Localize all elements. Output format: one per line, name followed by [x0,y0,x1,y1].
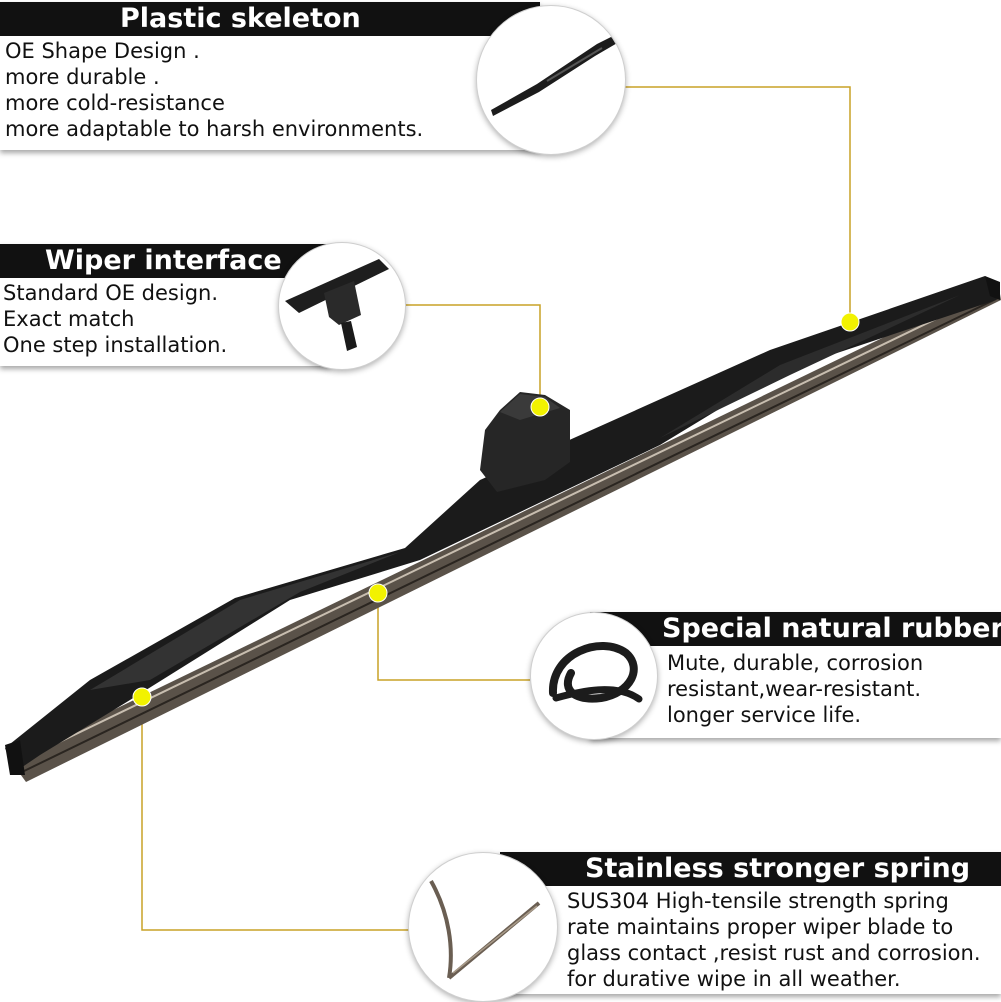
description-line: for durative wipe in all weather. [567,967,901,991]
leader-line-rubber [377,593,530,681]
skeleton-detail-image [476,5,626,155]
interface-block [480,392,570,492]
wiper-blade [5,276,1001,782]
marker-rubber [368,583,388,603]
description-line: One step installation. [3,333,228,357]
leader-line-interface [405,304,541,405]
marker-spring [132,687,152,707]
spring-detail-image [408,852,558,1002]
description-line: Mute, durable, corrosion [667,651,924,675]
description-line: Standard OE design. [3,281,219,305]
callout-title: Stainless stronger spring [500,852,1001,886]
callout-description: Standard OE design. Exact match One step… [3,280,227,358]
description-line: more cold-resistance [5,91,225,115]
leader-lines [141,86,851,931]
rubber-detail-image [530,612,658,740]
description-line: resistant,wear-resistant. [667,677,922,701]
description-line: more adaptable to harsh environments. [5,117,424,141]
callout-description: SUS304 High-tensile strength spring rate… [567,888,981,992]
callout-description: OE Shape Design . more durable . more co… [5,38,423,142]
description-line: SUS304 High-tensile strength spring [567,889,949,913]
marker-skeleton [840,312,860,332]
callout-title: Plastic skeleton [0,2,540,36]
callout-plastic-skeleton: Plastic skeleton OE Shape Design . more … [0,2,540,150]
callout-description: Mute, durable, corrosion resistant,wear-… [667,650,923,728]
callout-title: Wiper interface [0,244,330,278]
description-line: Exact match [3,307,135,331]
description-line: rate maintains proper wiper blade to [567,915,954,939]
description-line: more durable . [5,65,160,89]
interface-detail-image [278,242,406,370]
leader-line-skeleton [625,86,851,320]
description-line: longer service life. [667,703,862,727]
description-line: OE Shape Design . [5,39,200,63]
callout-stainless-spring: Stainless stronger spring SUS304 High-te… [500,852,1001,994]
marker-interface [530,397,550,417]
callout-wiper-interface: Wiper interface Standard OE design. Exac… [0,244,330,366]
callout-title: Special natural rubber [590,612,1001,646]
feature-markers [132,312,860,707]
callout-natural-rubber: Special natural rubber Mute, durable, co… [590,612,1001,738]
leader-line-spring [141,697,410,931]
blade-frame [5,276,1000,772]
description-line: glass contact ,resist rust and corrosion… [567,941,981,965]
